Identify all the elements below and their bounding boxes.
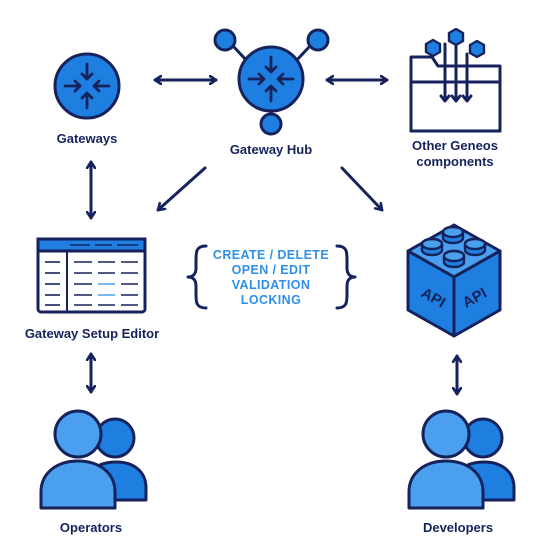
folder-icon	[409, 27, 502, 133]
other-components-node: Other Geneos components	[409, 27, 502, 169]
operators-node: Operators	[39, 409, 148, 535]
other-components-label-line1: Other Geneos	[412, 138, 498, 153]
gateway-hub-label: Gateway Hub	[230, 142, 312, 157]
users-icon	[39, 409, 148, 510]
right-brace	[335, 244, 357, 310]
setup-editor-label: Gateway Setup Editor	[25, 326, 159, 341]
gateways-label: Gateways	[57, 131, 118, 146]
hub-editor-arrow	[156, 166, 207, 212]
operation-validation: VALIDATION	[232, 278, 311, 292]
lego-block-icon: API API	[406, 223, 502, 338]
gateway-hub-node: Gateway Hub	[213, 28, 330, 157]
connectors	[91, 80, 457, 396]
hub-api-arrow	[340, 166, 384, 212]
operation-create-delete: CREATE / DELETE	[213, 248, 329, 262]
setup-editor-node: Gateway Setup Editor	[25, 237, 159, 341]
operation-open-edit: OPEN / EDIT	[232, 263, 311, 277]
operations-group: CREATE / DELETE OPEN / EDIT VALIDATION L…	[186, 244, 357, 310]
left-brace	[186, 244, 208, 310]
developers-node: Developers	[407, 409, 516, 535]
router-icon	[53, 52, 121, 120]
users-icon	[407, 409, 516, 510]
developers-label: Developers	[423, 520, 493, 535]
gateways-node: Gateways	[53, 52, 121, 146]
other-components-label-line2: components	[416, 154, 493, 169]
table-icon	[36, 237, 147, 314]
operation-locking: LOCKING	[241, 293, 301, 307]
hub-router-icon	[213, 28, 330, 136]
api-node: API API	[406, 223, 502, 338]
operators-label: Operators	[60, 520, 122, 535]
